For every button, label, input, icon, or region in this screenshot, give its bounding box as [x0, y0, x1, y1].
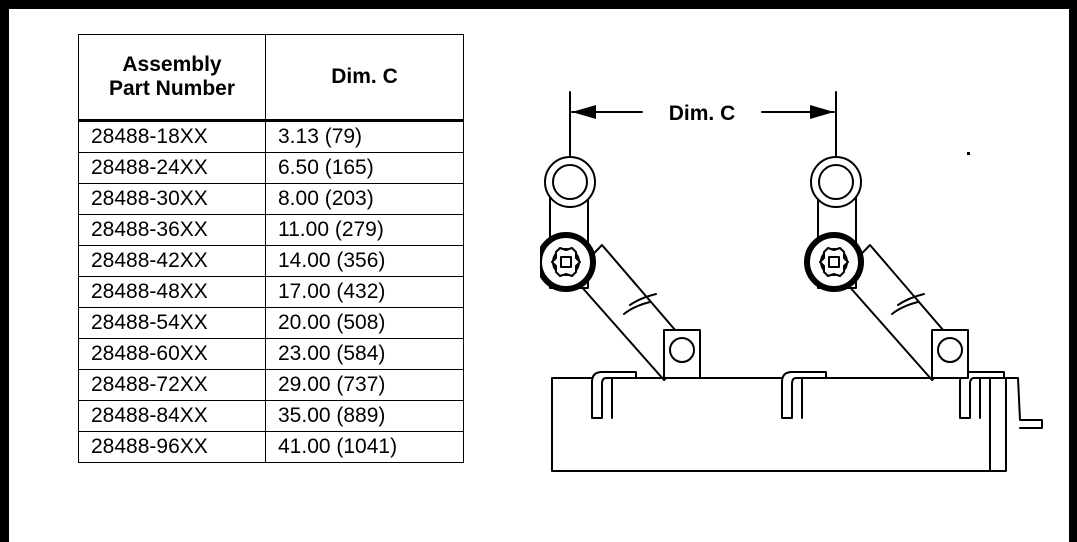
dim-c-cell: 41.00 (1041) [265, 431, 464, 463]
dim-c-cell: 3.13 (79) [265, 120, 464, 153]
channel-flange [1005, 377, 1043, 429]
page-frame-top [0, 0, 1077, 9]
dim-c-cell: 23.00 (584) [265, 338, 464, 370]
part-number-cell: 28488-54XX [78, 307, 266, 339]
dim-c-cell: 6.50 (165) [265, 152, 464, 184]
dim-c-cell: 29.00 (737) [265, 369, 464, 401]
header-dim-c: Dim. C [265, 34, 464, 122]
bracket-assembly-diagram: Dim. C [540, 91, 1043, 472]
roller-assembly-left [540, 156, 701, 381]
dimension-label: Dim. C [669, 102, 736, 125]
roller-assembly-right [804, 156, 969, 381]
header-assembly-part-number: Assembly Part Number [78, 34, 266, 122]
dim-c-cell: 8.00 (203) [265, 183, 464, 215]
part-number-cell: 28488-96XX [78, 431, 266, 463]
base-channel [551, 377, 1043, 472]
dim-c-cell: 17.00 (432) [265, 276, 464, 308]
page-frame-right [1069, 0, 1077, 542]
arrowhead-right [810, 105, 834, 119]
header-line: Assembly [122, 53, 222, 76]
pivot-pin-right [937, 337, 963, 363]
part-number-cell: 28488-30XX [78, 183, 266, 215]
clip-middle [781, 371, 827, 419]
part-number-cell: 28488-24XX [78, 152, 266, 184]
dim-c-cell: 35.00 (889) [265, 400, 464, 432]
arm-break-right [891, 293, 925, 315]
part-number-cell: 28488-72XX [78, 369, 266, 401]
part-number-cell: 28488-18XX [78, 120, 266, 153]
part-number-cell: 28488-48XX [78, 276, 266, 308]
part-number-cell: 28488-42XX [78, 245, 266, 277]
top-ring-inner-left [552, 164, 588, 200]
arrowhead-left [572, 105, 596, 119]
clip-left [591, 371, 637, 419]
dimension-c-callout: Dim. C [569, 91, 837, 161]
top-ring-inner-right [818, 164, 854, 200]
hub-bolt-right [828, 256, 840, 268]
pivot-pin-left [669, 337, 695, 363]
dim-c-cell: 14.00 (356) [265, 245, 464, 277]
hub-bolt-left [560, 256, 572, 268]
header-line: Part Number [108, 77, 236, 100]
part-number-cell: 28488-36XX [78, 214, 266, 246]
arm-break-left [623, 293, 657, 315]
part-number-cell: 28488-84XX [78, 400, 266, 432]
channel-body [551, 377, 1007, 472]
header-line: Dim. C [331, 65, 398, 88]
table-header-row: Assembly Part Number Dim. C [78, 34, 464, 122]
dim-c-cell: 20.00 (508) [265, 307, 464, 339]
part-number-cell: 28488-60XX [78, 338, 266, 370]
dim-c-cell: 11.00 (279) [265, 214, 464, 246]
stray-mark [967, 152, 970, 155]
clip-brackets [591, 371, 1005, 419]
page-frame-left [0, 0, 9, 542]
